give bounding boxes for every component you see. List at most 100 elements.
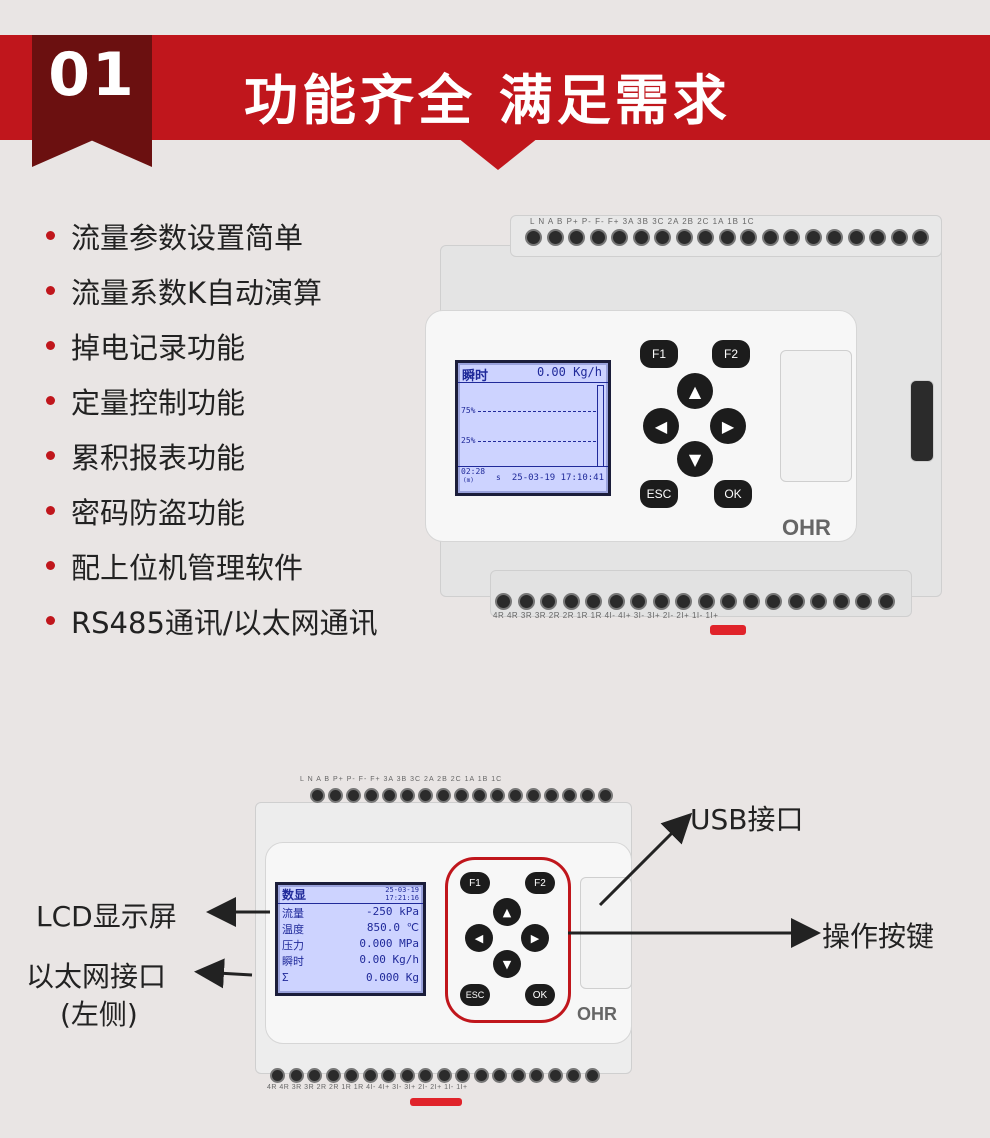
- right-arrow-button[interactable]: ▶: [710, 408, 746, 444]
- right-arrow-icon: ▶: [530, 931, 540, 945]
- terminal-screw: [675, 229, 693, 246]
- terminal-screw: [869, 229, 886, 246]
- terminal-screw: [832, 593, 850, 610]
- lcd-value: 0.00 Kg/h: [536, 365, 602, 379]
- terminal-screw: [877, 593, 895, 610]
- f2-button[interactable]: F2: [712, 340, 750, 368]
- f1-button[interactable]: F1: [460, 872, 490, 894]
- bullet-icon: [46, 341, 55, 350]
- lcd-screen: 瞬时 0.00 Kg/h 75% 25% 02:28 (m) s 25-03-1…: [455, 360, 611, 496]
- feature-list: 流量参数设置简单 流量系数K自动演算 掉电记录功能 定量控制功能 累积报表功能 …: [46, 208, 378, 648]
- usb-label: USB接口: [690, 803, 804, 836]
- banner-notch: [458, 138, 538, 170]
- feature-item: 流量系数K自动演算: [46, 263, 378, 318]
- terminal-screw: [585, 593, 602, 610]
- feature-item: 累积报表功能: [46, 428, 378, 483]
- feature-item: RS485通讯/以太网通讯: [46, 593, 378, 648]
- bullet-icon: [46, 506, 55, 515]
- terminal-screw: [288, 1068, 304, 1083]
- terminal-screw: [810, 593, 827, 610]
- terminal-screw: [310, 788, 325, 803]
- terminal-screw: [346, 788, 361, 803]
- lcd-label: LCD显示屏: [36, 900, 177, 933]
- terminal-labels-top: L N A B P+ P- F- F+ 3A 3B 3C 2A 2B 2C 1A…: [300, 776, 503, 783]
- lcd-date: 25-03-19: [385, 886, 419, 894]
- terminal-screw: [473, 1068, 489, 1083]
- terminal-screw: [328, 788, 343, 803]
- terminal-screw: [508, 788, 523, 803]
- terminal-labels-bottom: 4R 4R 3R 3R 2R 2R 1R 1R 4I- 4I+ 3I- 3I+ …: [267, 1084, 468, 1091]
- terminal-screw: [654, 229, 671, 246]
- left-arrow-button[interactable]: ◀: [465, 924, 493, 952]
- ok-button[interactable]: OK: [525, 984, 555, 1006]
- usb-cover[interactable]: [780, 350, 852, 482]
- down-arrow-button[interactable]: ▼: [493, 950, 521, 978]
- terminal-screw: [399, 1068, 415, 1083]
- terminal-screw: [344, 1068, 359, 1083]
- bullet-icon: [46, 396, 55, 405]
- controller-device-bottom: L N A B P+ P- F- F+ 3A 3B 3C 2A 2B 2C 1A…: [255, 772, 635, 1112]
- terminal-screw: [562, 593, 580, 610]
- terminal-screw: [436, 1068, 452, 1083]
- usb-cover[interactable]: [580, 877, 632, 989]
- lcd-time-left: 02:28: [461, 467, 486, 476]
- terminal-screw: [912, 229, 929, 246]
- terminal-screw: [540, 593, 557, 610]
- terminal-labels-bottom: 4R 4R 3R 3R 2R 2R 1R 1R 4I- 4I+ 3I- 3I+ …: [493, 611, 719, 620]
- lcd-row: 流量-250 kPa: [282, 905, 419, 920]
- down-arrow-icon: ▼: [688, 449, 702, 469]
- terminal-screw: [632, 229, 650, 246]
- left-arrow-icon: ◀: [654, 416, 668, 436]
- up-arrow-button[interactable]: ▲: [493, 898, 521, 926]
- lcd-level-25: 25%: [461, 436, 476, 445]
- terminal-screw: [418, 1068, 433, 1083]
- keypad-highlight: [445, 857, 571, 1023]
- lcd-unit-left: (m): [463, 477, 474, 484]
- ethernet-arrow: [194, 958, 253, 989]
- left-arrow-button[interactable]: ◀: [643, 408, 679, 444]
- brand-logo: OHR: [782, 515, 831, 540]
- terminal-screw: [761, 229, 779, 246]
- terminal-screw: [630, 593, 647, 610]
- up-arrow-button[interactable]: ▲: [677, 373, 713, 409]
- terminal-screw: [675, 593, 692, 610]
- terminal-screw: [720, 593, 737, 610]
- terminal-screw: [362, 1068, 378, 1083]
- terminal-screw: [381, 1068, 396, 1083]
- terminal-screw: [718, 229, 736, 246]
- terminal-screw: [787, 593, 805, 610]
- terminal-row-bottom: [270, 1068, 610, 1084]
- terminal-screw: [454, 788, 469, 803]
- release-clip: [710, 625, 746, 635]
- down-arrow-button[interactable]: ▼: [677, 441, 713, 477]
- down-arrow-icon: ▼: [502, 957, 512, 971]
- release-clip: [410, 1098, 462, 1106]
- esc-button[interactable]: ESC: [460, 984, 490, 1006]
- lcd-level-75: 75%: [461, 406, 476, 415]
- lcd-time: 17:21:16: [385, 894, 419, 902]
- f2-button[interactable]: F2: [525, 872, 555, 894]
- terminal-screw: [492, 1068, 507, 1083]
- right-arrow-button[interactable]: ▶: [521, 924, 549, 952]
- terminal-screw: [566, 1068, 581, 1083]
- terminal-screw: [525, 229, 542, 246]
- terminal-screw: [568, 229, 585, 246]
- terminal-screw: [418, 788, 433, 803]
- feature-item: 配上位机管理软件: [46, 538, 378, 593]
- keys-label: 操作按键: [822, 920, 935, 953]
- terminal-screw: [495, 593, 512, 610]
- lcd-title: 数显: [282, 888, 307, 902]
- terminal-screw: [598, 788, 613, 803]
- controller-device-top: L N A B P+ P- F- F+ 3A 3B 3C 2A 2B 2C 1A…: [420, 205, 950, 635]
- ok-button[interactable]: OK: [714, 480, 752, 508]
- lcd-title: 瞬时: [462, 369, 489, 384]
- terminal-screw: [455, 1068, 470, 1083]
- esc-button[interactable]: ESC: [640, 480, 678, 508]
- terminal-screw: [400, 788, 415, 803]
- f1-button[interactable]: F1: [640, 340, 678, 368]
- terminal-row-top: [525, 229, 940, 249]
- feature-item: 定量控制功能: [46, 373, 378, 428]
